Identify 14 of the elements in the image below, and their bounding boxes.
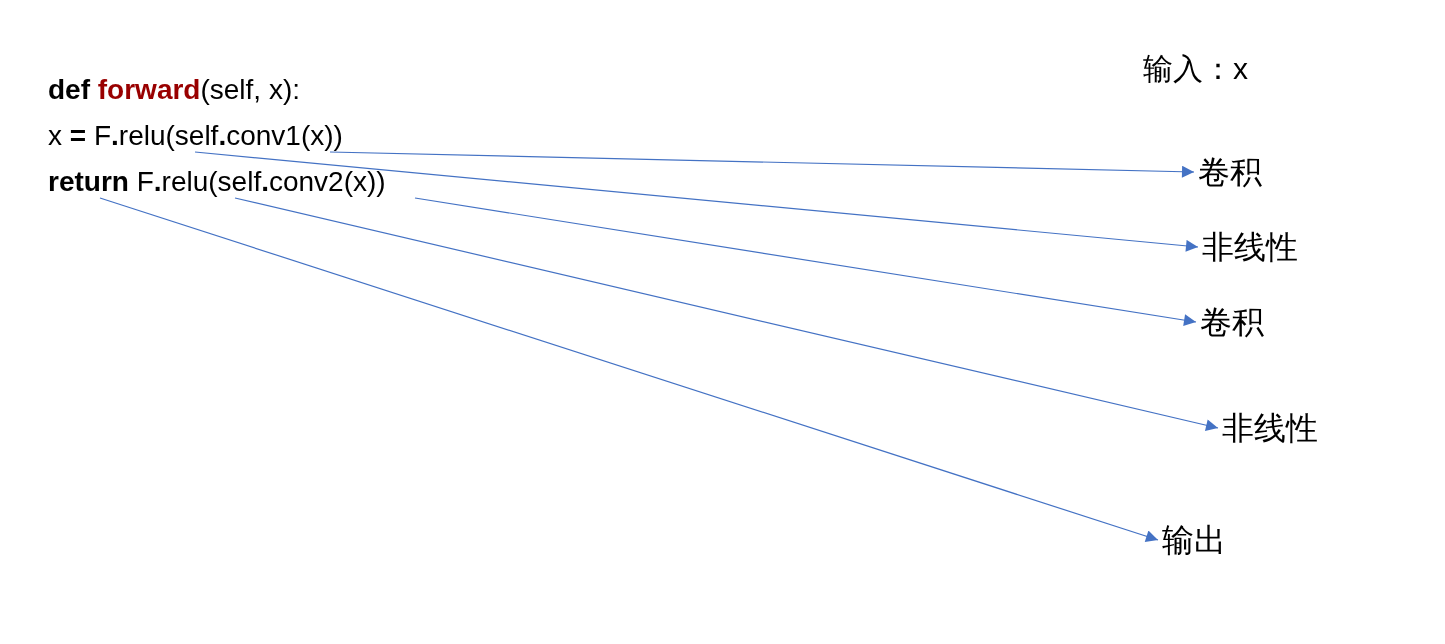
step-label: 卷积 <box>1198 153 1262 191</box>
input-label: 输入：x <box>1143 51 1248 87</box>
arrow <box>194 151 1199 252</box>
code-line: x = F.relu(self.conv1(x)) <box>48 118 343 154</box>
step-label: 输出 <box>1162 521 1226 559</box>
arrow <box>234 197 1219 432</box>
arrow <box>329 151 1195 178</box>
code-line: def forward(self, x): <box>48 72 301 108</box>
step-label: 非线性 <box>1222 409 1318 447</box>
step-label: 卷积 <box>1200 303 1264 341</box>
step-label: 非线性 <box>1202 228 1298 266</box>
arrow <box>414 197 1197 327</box>
arrow <box>99 197 1159 542</box>
code-line: return F.relu(self.conv2(x)) <box>48 164 386 200</box>
